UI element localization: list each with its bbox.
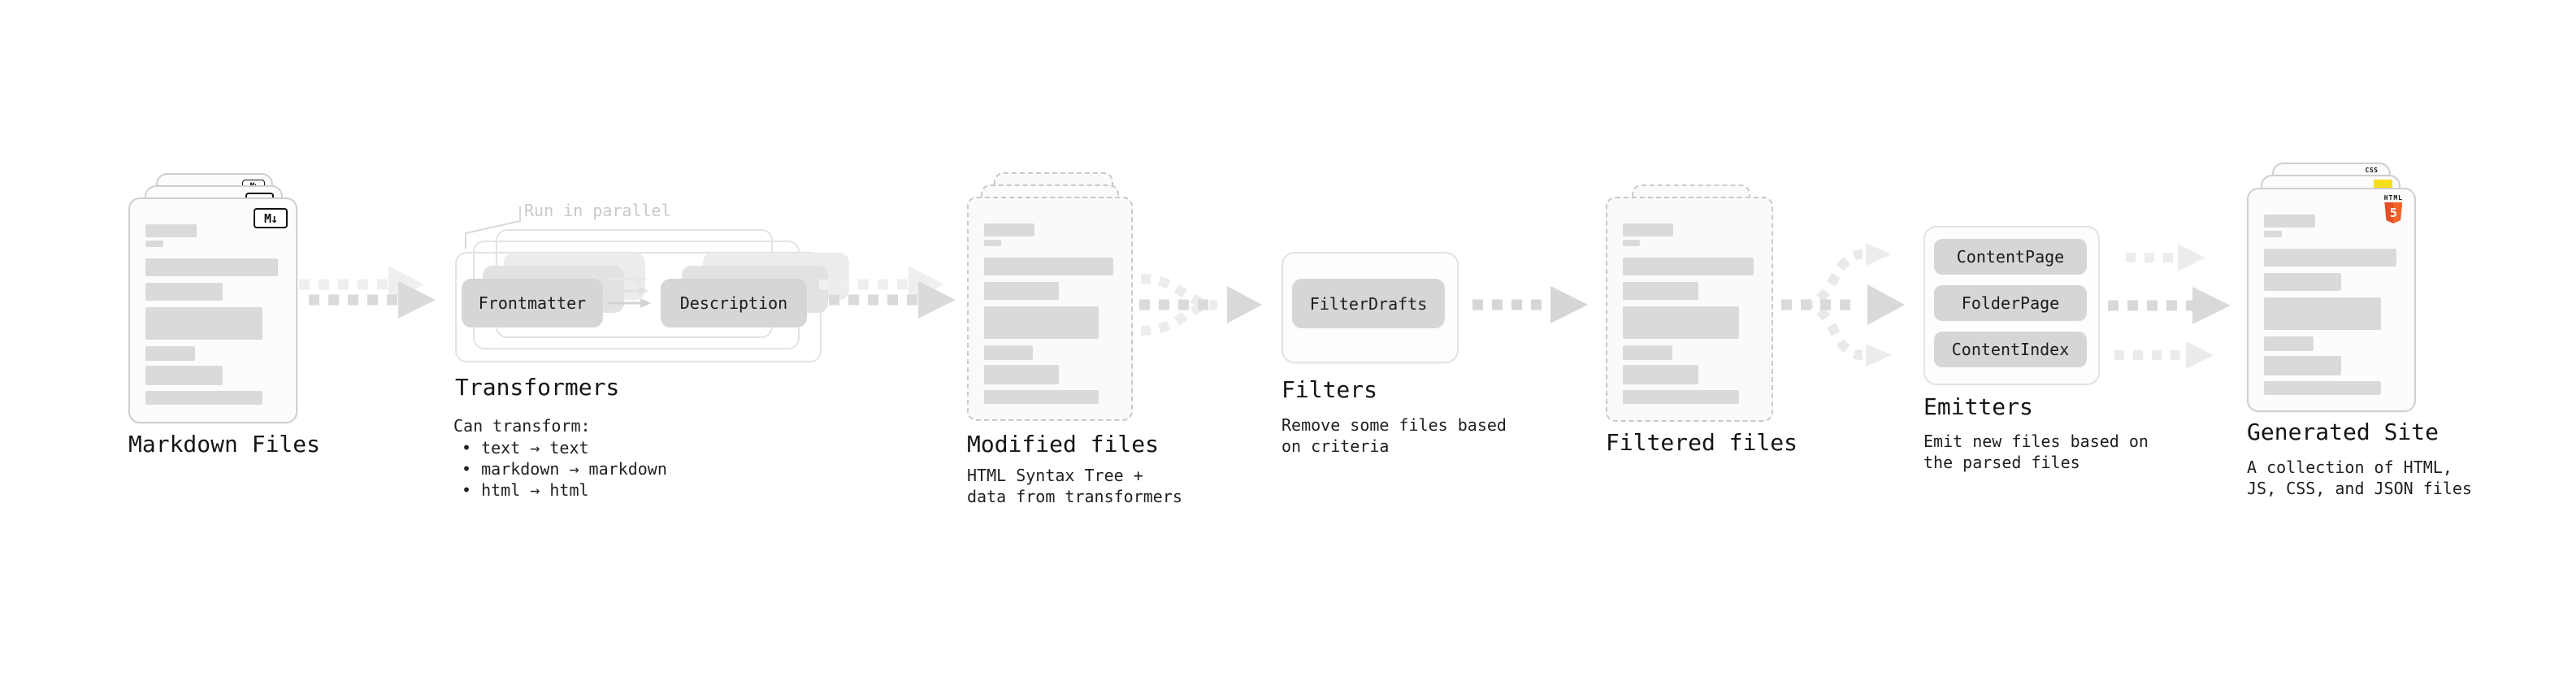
document-text-placeholder bbox=[1623, 223, 1756, 404]
document-text-placeholder bbox=[145, 224, 280, 405]
text-line-bar bbox=[1623, 365, 1699, 384]
flow-arrow-transformers-to-modified bbox=[819, 266, 956, 319]
filters-description-line-2: on criteria bbox=[1281, 436, 1390, 456]
emitters-description-line-1: Emit new files based on bbox=[1923, 432, 2149, 451]
description-node: Description bbox=[661, 279, 807, 327]
text-line-bar bbox=[145, 346, 196, 361]
text-line-bar bbox=[145, 283, 223, 301]
frontmatter-to-description-arrows bbox=[608, 275, 651, 308]
flow-arrow-contentpage-to-site bbox=[2126, 244, 2205, 271]
text-line-bar bbox=[145, 307, 263, 340]
text-line-bar bbox=[1623, 306, 1739, 339]
html5-icon: HTML 5 bbox=[2384, 194, 2403, 223]
text-line-bar bbox=[984, 223, 1034, 236]
filtered-file-card bbox=[1606, 197, 1773, 422]
modified-files-description-line-1: HTML Syntax Tree + bbox=[967, 466, 1143, 485]
run-in-parallel-label: Run in parallel bbox=[524, 201, 671, 220]
generated-site-description-line-2: JS, CSS, and JSON files bbox=[2247, 479, 2472, 498]
folderpage-node: FolderPage bbox=[1934, 285, 2087, 321]
text-line-bar bbox=[2264, 215, 2316, 228]
flow-arrow-filtered-to-emitters bbox=[1781, 243, 1905, 367]
filters-description-line-1: Remove some files based bbox=[1281, 415, 1507, 435]
flow-arrow-modified-to-filters bbox=[1139, 274, 1262, 336]
text-line-bar bbox=[1623, 282, 1699, 300]
frontmatter-label: Frontmatter bbox=[478, 293, 587, 313]
html5-icon-shield: 5 bbox=[2384, 202, 2403, 223]
generated-site-caption: Generated Site bbox=[2247, 419, 2439, 445]
filters-caption: Filters bbox=[1281, 376, 1378, 403]
text-line-bar bbox=[984, 365, 1060, 384]
html5-icon-label: HTML bbox=[2383, 194, 2403, 202]
text-line-bar bbox=[1623, 390, 1739, 404]
text-line-bar bbox=[1623, 258, 1754, 275]
contentpage-label: ContentPage bbox=[1956, 247, 2065, 267]
transformers-bullet-3: • html → html bbox=[462, 480, 589, 500]
markdown-files-caption: Markdown Files bbox=[128, 431, 321, 458]
text-line-bar bbox=[1623, 240, 1641, 246]
emitters-caption: Emitters bbox=[1923, 393, 2033, 420]
modified-files-caption: Modified files bbox=[967, 431, 1160, 458]
document-text-placeholder bbox=[984, 223, 1116, 404]
text-line-bar bbox=[145, 391, 263, 405]
flow-arrow-markdown-to-transformers bbox=[299, 266, 436, 319]
text-line-bar bbox=[984, 390, 1099, 404]
html5-icon-number: 5 bbox=[2389, 205, 2397, 220]
text-line-bar bbox=[984, 345, 1033, 360]
text-line-bar bbox=[1623, 223, 1674, 236]
transformers-bullet-1: • text → text bbox=[462, 438, 589, 458]
transformers-caption: Transformers bbox=[455, 374, 620, 401]
markdown-file-card-front: M↓ bbox=[128, 197, 297, 423]
text-line-bar bbox=[145, 366, 223, 385]
text-line-bar bbox=[2264, 249, 2396, 267]
filterdrafts-node: FilterDrafts bbox=[1292, 279, 1445, 328]
text-line-bar bbox=[2264, 336, 2314, 351]
text-line-bar bbox=[2264, 381, 2382, 395]
generated-site-card-front: HTML 5 bbox=[2247, 188, 2416, 412]
description-label: Description bbox=[679, 293, 788, 313]
contentpage-node: ContentPage bbox=[1934, 239, 2087, 275]
contentindex-node: ContentIndex bbox=[1934, 332, 2087, 367]
text-line-bar bbox=[145, 224, 197, 237]
text-line-bar bbox=[2264, 297, 2382, 330]
text-line-bar bbox=[984, 240, 1002, 246]
css-icon-label: CSS bbox=[2365, 167, 2379, 174]
run-in-parallel-callout-line bbox=[465, 206, 521, 249]
text-line-bar bbox=[2264, 273, 2341, 291]
folderpage-label: FolderPage bbox=[1961, 293, 2060, 313]
emitters-description-line-2: the parsed files bbox=[1923, 453, 2080, 472]
text-line-bar bbox=[1623, 345, 1672, 360]
document-text-placeholder bbox=[2264, 215, 2399, 395]
contentindex-label: ContentIndex bbox=[1951, 340, 2070, 359]
filterdrafts-label: FilterDrafts bbox=[1309, 293, 1428, 314]
modified-file-card bbox=[967, 197, 1133, 421]
filtered-files-caption: Filtered files bbox=[1606, 429, 1798, 456]
flow-arrow-contentindex-to-site bbox=[2114, 341, 2214, 369]
flow-arrow-filters-to-filtered bbox=[1472, 286, 1588, 323]
text-line-bar bbox=[145, 241, 163, 247]
flow-arrow-folderpage-to-site bbox=[2108, 287, 2231, 324]
transformers-description-line-1: Can transform: bbox=[453, 416, 591, 436]
text-line-bar bbox=[984, 306, 1099, 339]
modified-files-description-line-2: data from transformers bbox=[967, 487, 1182, 506]
text-line-bar bbox=[984, 282, 1060, 300]
text-line-bar bbox=[984, 258, 1113, 275]
generated-site-description-line-1: A collection of HTML, bbox=[2247, 458, 2452, 477]
text-line-bar bbox=[145, 258, 278, 276]
frontmatter-node: Frontmatter bbox=[462, 279, 603, 327]
markdown-icon: M↓ bbox=[254, 208, 288, 228]
text-line-bar bbox=[2264, 356, 2341, 375]
transformers-bullet-2: • markdown → markdown bbox=[462, 459, 667, 479]
text-line-bar bbox=[2264, 231, 2282, 237]
